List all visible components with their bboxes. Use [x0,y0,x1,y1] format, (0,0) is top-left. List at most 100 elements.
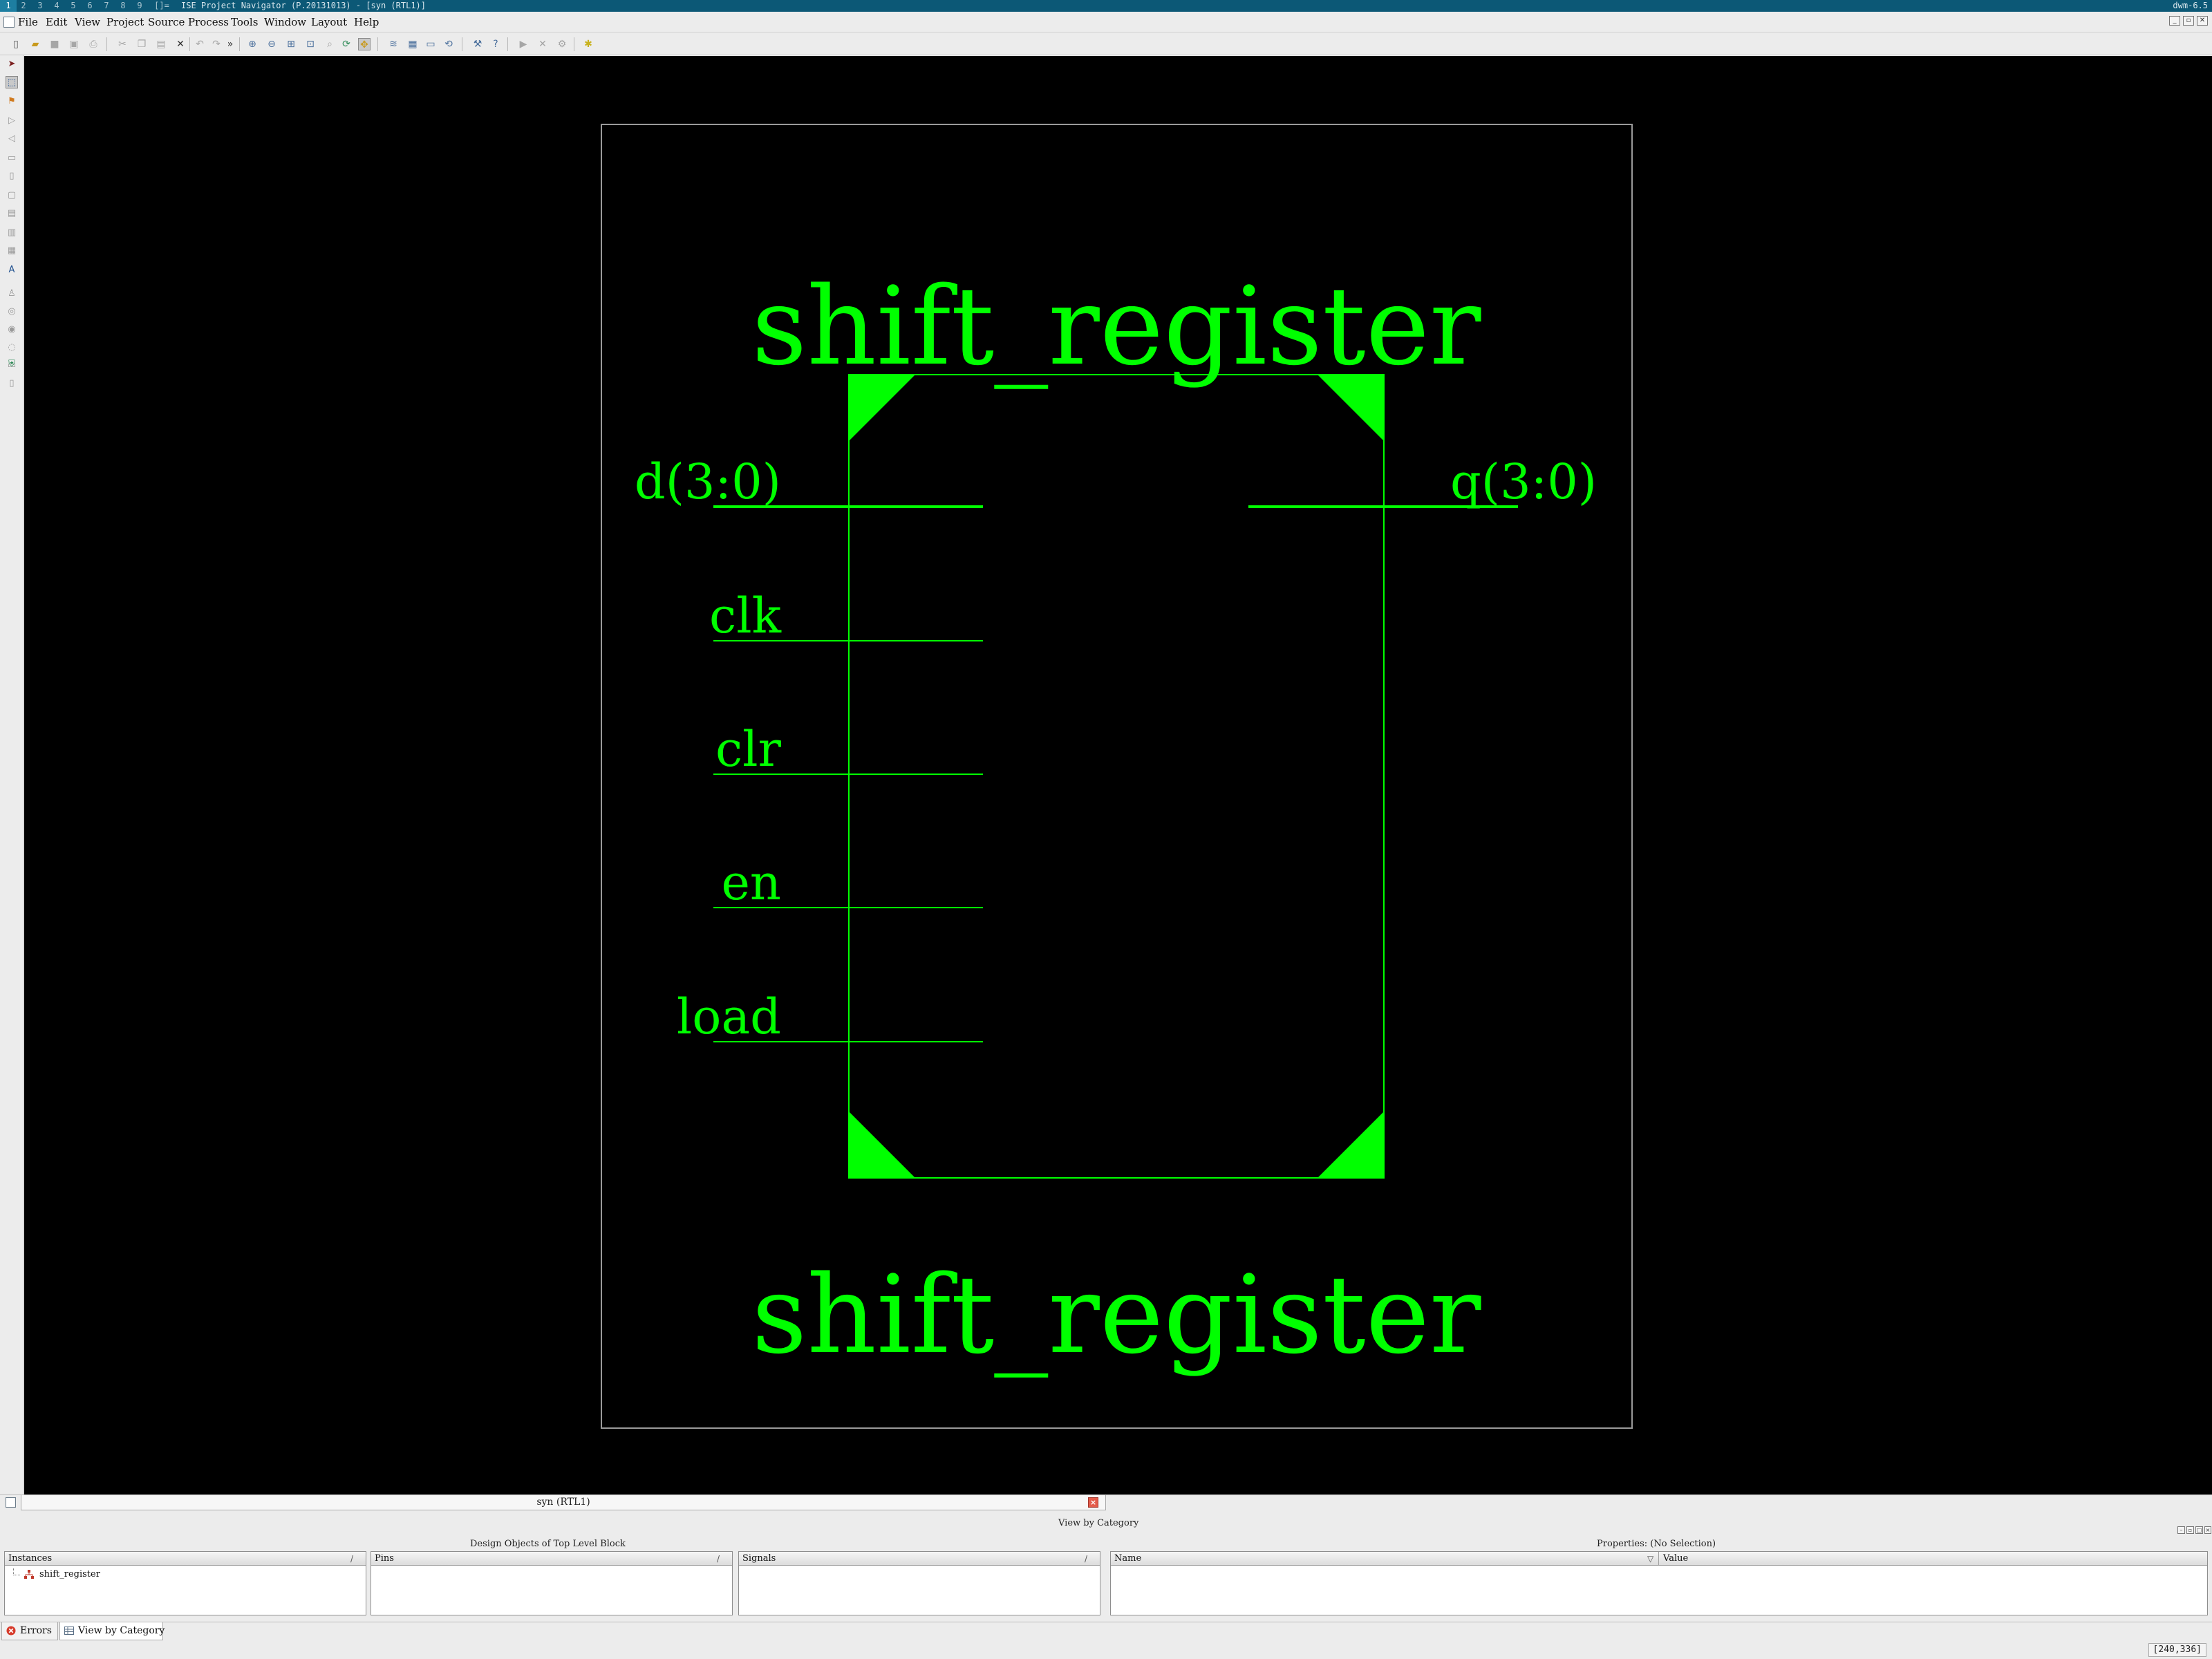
restore-button[interactable]: ▫ [2183,16,2194,26]
signals-header[interactable]: Signals [742,1553,776,1564]
view-by-category-panel: View by Category – ▫ □ × Design Objects … [0,1518,2212,1622]
tab-errors[interactable]: Errors [1,1622,58,1640]
workspace-2[interactable]: 2 [21,1,26,10]
open-file-icon[interactable]: ▰ [31,39,39,50]
workspace-6[interactable]: 6 [87,1,93,10]
tool-icon-8[interactable]: ▢ [7,190,17,200]
refresh-icon[interactable]: ⟳ [342,39,350,50]
minimize-button[interactable]: _ [2169,16,2180,26]
menu-window[interactable]: Window [264,16,307,28]
pins-header[interactable]: Pins [375,1553,394,1564]
select-arrow-icon[interactable]: ➤ [8,59,16,69]
schematic-svg: shift_register d(3:0) clk clr en load q(… [601,124,1633,1429]
signals-sort-icon[interactable]: / [1085,1554,1088,1564]
menu-source[interactable]: Source [148,16,185,28]
add-instance-icon[interactable]: ⚑ [8,96,16,106]
schematic-canvas[interactable]: shift_register d(3:0) clk clr en load q(… [24,56,2212,1494]
instances-sort-icon[interactable]: / [350,1554,354,1564]
tool-icon-16[interactable]: ▭ [7,360,17,371]
menu-edit[interactable]: Edit [46,16,68,28]
panel-float-icon[interactable]: ▫ [2186,1526,2194,1534]
tool-icon-5[interactable]: ◁ [8,133,15,144]
undo-icon[interactable]: ↶ [196,39,204,50]
close-tab-icon[interactable]: × [1088,1497,1098,1508]
menu-tools[interactable]: Tools [231,16,259,28]
panel-close-icon[interactable]: × [2204,1526,2211,1534]
print-icon[interactable]: ⎙ [89,39,97,50]
instances-header[interactable]: Instances [8,1553,53,1564]
properties-grid[interactable]: Name ▽ Value [1110,1551,2208,1615]
workspace-9[interactable]: 9 [137,1,142,10]
pins-grid[interactable]: Pins / [371,1551,733,1615]
property-name-header[interactable]: Name [1114,1553,1142,1564]
tool-icon-9[interactable]: ▤ [7,208,17,218]
stop-icon[interactable]: ✕ [538,39,547,50]
delete-icon[interactable]: ✕ [176,39,185,50]
workspace-7[interactable]: 7 [104,1,109,10]
window-icon[interactable]: ▭ [426,39,435,50]
workspace-4[interactable]: 4 [54,1,59,10]
paste-icon[interactable]: ▤ [156,39,166,50]
save-icon[interactable]: ■ [50,39,59,50]
circle-tool-icon-1[interactable]: ◎ [8,306,16,317]
pins-sort-icon[interactable]: / [717,1554,720,1564]
layout-icon[interactable]: ≋ [389,39,397,50]
save-all-icon[interactable]: ▣ [69,39,79,50]
tool-icon-11[interactable]: ▦ [7,245,17,256]
redo-icon[interactable]: ↷ [212,39,221,50]
menu-process[interactable]: Process [188,16,229,28]
tool-icon-10[interactable]: ▥ [7,227,17,238]
zoom-in-icon[interactable]: ⊕ [248,39,256,50]
block-body [848,374,1385,1179]
panel-maximize-icon[interactable]: □ [2195,1526,2203,1534]
zoom-select-icon[interactable]: ⌕ [327,39,332,50]
copy-icon[interactable]: ❐ [137,39,147,50]
loop-icon[interactable]: ⟲ [444,39,453,50]
tab-view-by-category-label: View by Category [78,1625,165,1636]
tool-icon-6[interactable]: ▭ [7,153,17,163]
design-objects-title: Design Objects of Top Level Block [470,1539,626,1549]
zoom-fit-icon[interactable]: ⊞ [287,39,295,50]
layout-indicator[interactable]: []= [154,1,169,10]
workspace-8[interactable]: 8 [120,1,126,10]
property-value-header[interactable]: Value [1663,1553,1689,1564]
tab-view-by-category[interactable]: View by Category [59,1622,165,1640]
menu-file[interactable]: File [18,16,38,28]
menu-project[interactable]: Project [106,16,144,28]
grid-icon[interactable]: ▦ [408,39,418,50]
error-icon [6,1626,16,1635]
menu-view[interactable]: View [75,16,101,28]
bulb-icon[interactable]: ✱ [584,39,592,50]
workspace-3[interactable]: 3 [37,1,43,10]
pin-label-q: q(3:0) [1450,453,1597,510]
instances-grid[interactable]: Instances / shift_register [4,1551,366,1615]
circle-tool-icon-2[interactable]: ◉ [8,324,16,335]
pin-tool-icon[interactable]: ♙ [8,288,16,299]
tool-icon-17[interactable]: ▯ [9,378,15,388]
workspace-5[interactable]: 5 [71,1,76,10]
zoom-out-icon[interactable]: ⊖ [268,39,276,50]
select-pan-icon[interactable]: ✥ [358,38,371,50]
tab-syn-rtl1[interactable]: syn (RTL1) [21,1495,1106,1510]
signals-grid[interactable]: Signals / [738,1551,1100,1615]
more-icon[interactable]: » [227,39,234,50]
select-mode-icon[interactable]: ⬚ [6,76,18,88]
workspace-1[interactable]: 1 [0,0,17,12]
settings-icon[interactable]: ⚙ [557,39,567,50]
menu-help[interactable]: Help [354,16,379,28]
help-icon[interactable]: ? [493,39,498,50]
property-sort-icon[interactable]: ▽ [1647,1554,1654,1564]
close-button[interactable]: ✕ [2197,16,2208,26]
text-tool-icon[interactable]: A [8,265,15,275]
menu-layout[interactable]: Layout [311,16,348,28]
wrench-icon[interactable]: ⚒ [473,39,482,50]
run-icon[interactable]: ▶ [519,39,527,50]
panel-minimize-icon[interactable]: – [2177,1526,2185,1534]
tool-icon-4[interactable]: ▷ [8,115,15,126]
new-file-icon[interactable]: ▯ [13,39,19,50]
circle-tool-icon-3[interactable]: ◌ [8,342,16,353]
shield-icon[interactable]: ⛨ [8,359,15,369]
tool-icon-7[interactable]: ▯ [9,171,15,181]
cut-icon[interactable]: ✂ [118,39,126,50]
zoom-area-icon[interactable]: ⊡ [306,39,315,50]
